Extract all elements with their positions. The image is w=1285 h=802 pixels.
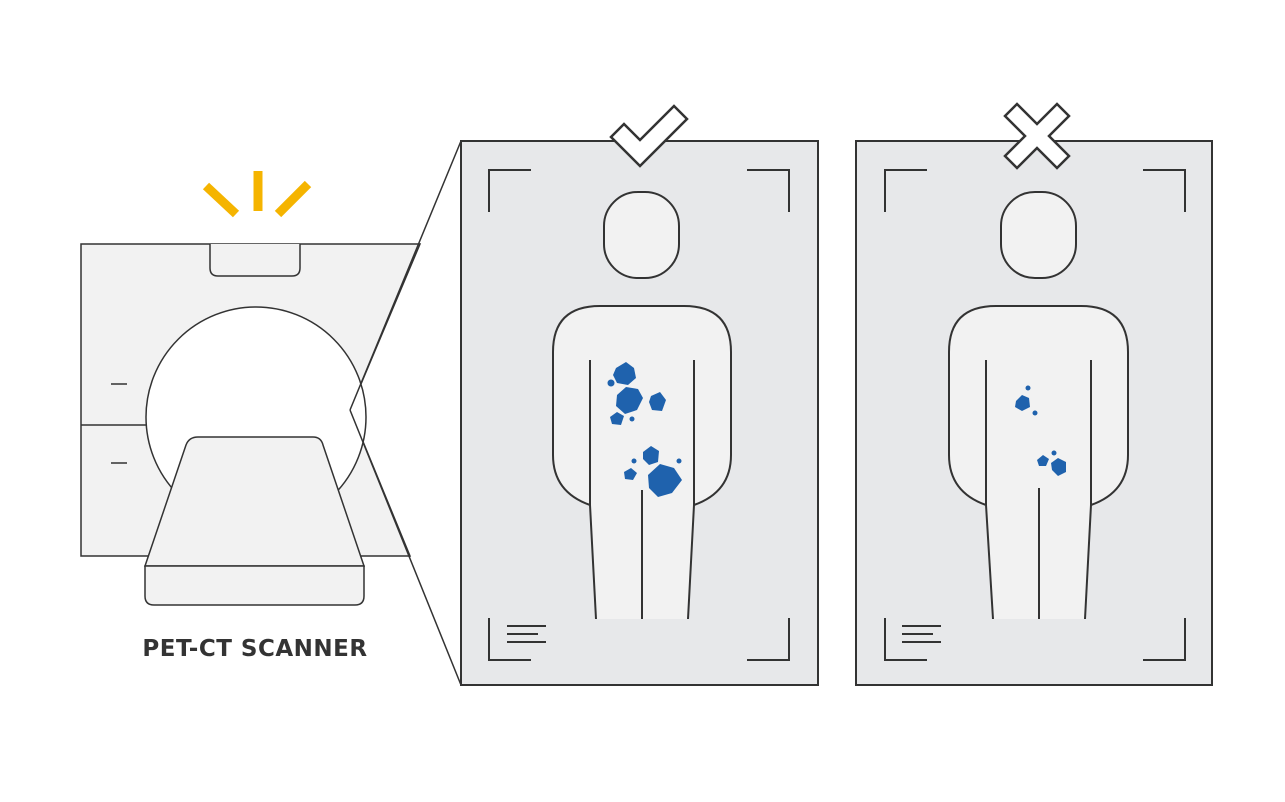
body-figure-good — [552, 191, 732, 620]
projection-line-bottom — [349, 409, 462, 686]
bed-base — [144, 565, 365, 606]
signal-rays-icon — [202, 171, 312, 218]
detector-housing — [209, 244, 301, 277]
pet-ct-scanner — [80, 171, 422, 606]
scan-panel-bad — [855, 102, 1213, 686]
scanner-label: PET-CT SCANNER — [142, 636, 368, 662]
projection-line-top — [349, 140, 462, 411]
lesions-bad — [1015, 385, 1066, 476]
lesions-good — [607, 362, 682, 497]
scan-panel-good — [460, 104, 819, 686]
check-mark-icon — [609, 104, 689, 168]
cross-mark-icon — [1003, 102, 1071, 170]
